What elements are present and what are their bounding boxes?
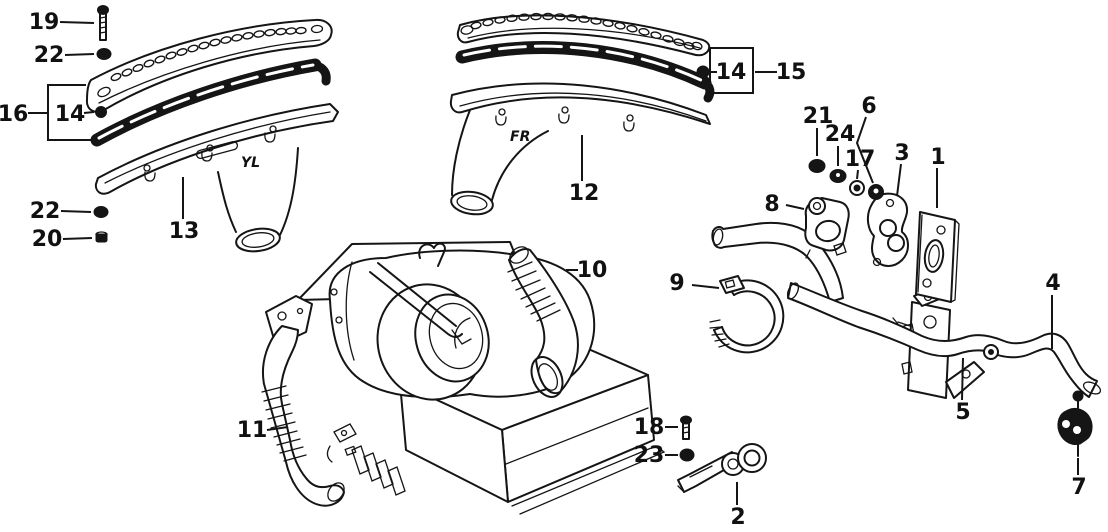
callout-16[interactable]: 16 xyxy=(0,84,97,141)
svg-text:22: 22 xyxy=(30,199,61,224)
callout-1[interactable]: 1 xyxy=(930,145,946,208)
duct-marking-left: YL xyxy=(241,155,260,171)
svg-text:9: 9 xyxy=(669,271,684,296)
nut-22-bottom xyxy=(93,206,109,218)
callout-8[interactable]: 8 xyxy=(764,192,805,217)
svg-text:16: 16 xyxy=(0,102,28,127)
svg-text:18: 18 xyxy=(634,415,665,440)
water-valve xyxy=(804,197,850,259)
callout-14-left[interactable]: 14 xyxy=(55,102,95,127)
callout-21[interactable]: 21 xyxy=(803,104,834,156)
callout-3[interactable]: 3 xyxy=(894,141,910,197)
defroster-duct-left: YL xyxy=(94,103,339,253)
svg-text:21: 21 xyxy=(803,104,834,129)
svg-text:11: 11 xyxy=(237,418,268,443)
nut-21 xyxy=(808,159,826,173)
svg-text:13: 13 xyxy=(169,219,200,244)
heater-top-hook xyxy=(418,242,446,267)
svg-text:14: 14 xyxy=(55,102,86,127)
screw-19 xyxy=(97,5,109,41)
callout-12[interactable]: 12 xyxy=(569,135,600,206)
heater-water-hose xyxy=(786,282,1102,398)
svg-text:2: 2 xyxy=(730,505,745,530)
svg-text:19: 19 xyxy=(29,10,60,35)
nut-23 xyxy=(679,448,695,462)
svg-text:24: 24 xyxy=(825,122,856,147)
callout-24[interactable]: 24 xyxy=(825,122,856,166)
defroster-grille-center xyxy=(456,12,711,57)
callout-14-right[interactable]: 14 xyxy=(709,47,754,94)
callout-20[interactable]: 20 xyxy=(32,227,93,252)
nut-20 xyxy=(95,231,108,243)
svg-text:6: 6 xyxy=(861,94,876,119)
nut-24 xyxy=(829,169,847,183)
svg-text:15: 15 xyxy=(776,60,807,85)
callout-6[interactable]: 6 xyxy=(855,94,877,184)
nut-22-top xyxy=(96,48,112,60)
grommet-6 xyxy=(868,184,884,200)
svg-text:22: 22 xyxy=(34,43,65,68)
grommet-14-right xyxy=(696,65,710,79)
valve-mount-plate xyxy=(915,211,960,303)
callout-22-top[interactable]: 22 xyxy=(34,43,95,68)
valve-lever xyxy=(677,443,767,493)
callout-7[interactable]: 7 xyxy=(1071,458,1087,500)
washer-17 xyxy=(849,180,865,196)
spring-hose-clamp xyxy=(709,275,785,354)
defroster-grille-left xyxy=(85,18,333,113)
callout-10[interactable]: 10 xyxy=(566,258,607,283)
callout-9[interactable]: 9 xyxy=(669,271,720,296)
svg-text:10: 10 xyxy=(577,258,608,283)
svg-text:23: 23 xyxy=(634,443,665,468)
heater-box-left xyxy=(399,382,509,503)
callout-4[interactable]: 4 xyxy=(1045,271,1061,349)
svg-text:4: 4 xyxy=(1045,271,1060,296)
svg-text:14: 14 xyxy=(716,60,747,85)
callout-5[interactable]: 5 xyxy=(955,357,971,425)
svg-text:1: 1 xyxy=(930,145,945,170)
drain-valve xyxy=(1057,390,1093,457)
callout-13[interactable]: 13 xyxy=(169,177,200,244)
defroster-duct-center: FR xyxy=(449,82,711,216)
grille-slots xyxy=(470,12,695,50)
heater-box-vents xyxy=(326,423,406,496)
callout-23[interactable]: 23 xyxy=(634,443,678,468)
svg-text:20: 20 xyxy=(32,227,63,252)
callout-15[interactable]: 15 xyxy=(755,60,806,85)
callout-19[interactable]: 19 xyxy=(29,10,95,35)
callout-11[interactable]: 11 xyxy=(237,418,289,443)
heater-hose-right xyxy=(507,246,579,398)
grommet-14-left xyxy=(95,106,107,118)
callout-18[interactable]: 18 xyxy=(634,415,678,440)
duct-marking-center: FR xyxy=(510,129,530,145)
svg-text:3: 3 xyxy=(894,141,909,166)
svg-text:12: 12 xyxy=(569,181,600,206)
svg-text:5: 5 xyxy=(955,400,970,425)
grille-slots xyxy=(110,26,307,82)
svg-text:7: 7 xyxy=(1071,475,1086,500)
defroster-seal-center xyxy=(455,41,715,103)
callout-2[interactable]: 2 xyxy=(730,482,746,530)
screw-18 xyxy=(680,415,692,440)
defroster-seal-left xyxy=(90,58,331,147)
svg-text:8: 8 xyxy=(764,192,779,217)
callout-22-bottom[interactable]: 22 xyxy=(30,199,92,224)
heater-hose-left xyxy=(261,325,345,507)
valve-gasket xyxy=(866,192,909,267)
